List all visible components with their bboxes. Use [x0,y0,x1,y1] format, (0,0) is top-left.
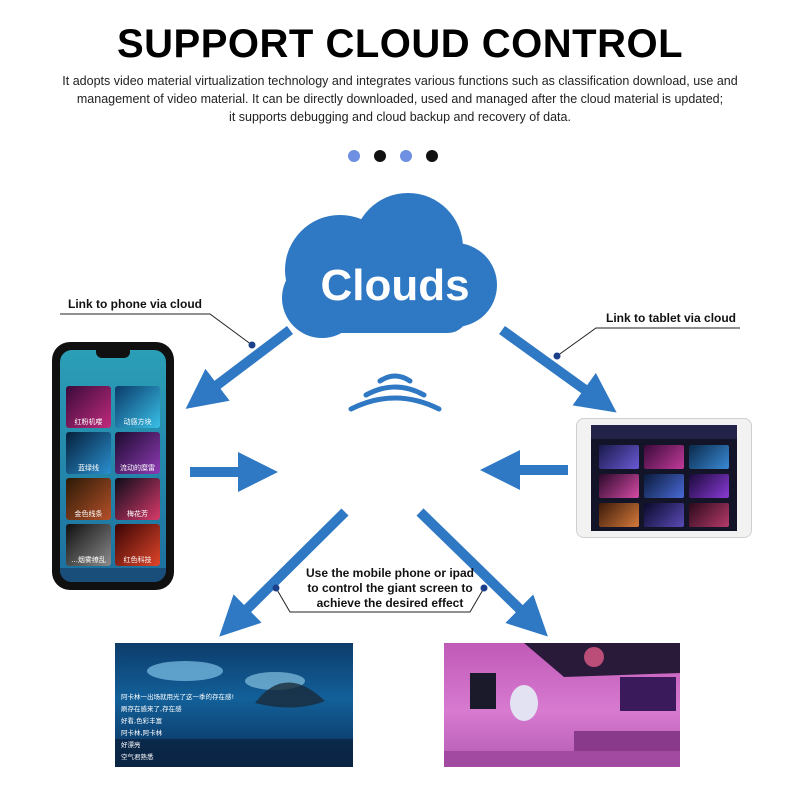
description: It adopts video material virtualization … [60,72,740,126]
smartphone: 红粉机喽 动感方块 蓝绿线 流动的糜雷 金色线条 梅花芳 ...烟雾缭乱 红色科… [52,342,174,590]
phone-tile[interactable]: 流动的糜雷 [115,432,160,474]
giant-screen-underwater: 阿卡林一出场就用光了这一季的存在感! 刷存在感来了,存在感 好看,色彩丰富 阿卡… [115,643,353,767]
callout-center-line-2: to control the giant screen to [307,581,473,595]
arrow-to-screen-a [219,508,349,637]
underwater-scene [115,661,353,767]
arrow-to-screen-b [416,508,548,637]
dot-3[interactable] [400,150,412,162]
callout-center-line-3: achieve the desired effect [316,596,464,610]
pagination-dots [348,150,438,162]
tablet-tile[interactable] [599,503,639,527]
phone-bottom-bar [60,568,166,582]
callout-dot-tablet [553,352,561,360]
callout-dot-left [272,584,280,592]
callout-tablet: Link to tablet via cloud [606,311,737,325]
phone-tile[interactable]: 红色科技 [115,524,160,566]
callout-phone: Link to phone via cloud [68,297,203,311]
callout-line-tablet [556,327,740,357]
callout-line-phone [60,313,253,346]
giant-screen-room [444,643,680,767]
phone-screen: 红粉机喽 动感方块 蓝绿线 流动的糜雷 金色线条 梅花芳 ...烟雾缭乱 红色科… [60,350,166,582]
callout-dot-right [480,584,488,592]
tablet-tile-grid [599,445,729,527]
callout-dot-phone [248,341,256,349]
tablet-top-bar [591,425,737,439]
cloud-icon [282,193,497,338]
tablet-tile[interactable] [644,445,684,469]
phone-tile[interactable]: 红粉机喽 [66,386,111,428]
dot-1[interactable] [348,150,360,162]
phone-tile[interactable]: 蓝绿线 [66,432,111,474]
tablet [576,418,752,538]
callout-center-line-1: Use the mobile phone or ipad [305,566,475,580]
danmaku-layer: 阿卡林一出场就用光了这一季的存在感! 刷存在感来了,存在感 好看,色彩丰富 阿卡… [121,693,235,761]
phone-tile[interactable]: 梅花芳 [115,478,160,520]
tablet-tile[interactable] [689,445,729,469]
page-title: SUPPORT CLOUD CONTROL [116,22,684,66]
description-line-1: It adopts video material virtualization … [62,74,738,88]
callout-center: Use the mobile phone or ipad to control … [290,566,490,611]
tablet-tile[interactable] [644,503,684,527]
tablet-tile[interactable] [599,445,639,469]
tablet-tile[interactable] [644,474,684,498]
wifi-signal-icon [348,373,442,412]
dot-2[interactable] [374,150,386,162]
arrow-cloud-to-phone [185,326,294,409]
dot-4[interactable] [426,150,438,162]
cloud-label: Clouds [320,261,469,310]
tablet-screen [591,425,737,531]
callout-line-center [275,587,485,613]
tablet-tile[interactable] [599,474,639,498]
phone-tile[interactable]: 动感方块 [115,386,160,428]
description-line-3: it supports debugging and cloud backup a… [229,110,571,124]
phone-tile[interactable]: ...烟雾缭乱 [66,524,111,566]
phone-tile[interactable]: 金色线条 [66,478,111,520]
phone-notch [96,350,130,358]
tablet-tile[interactable] [689,474,729,498]
room-scene [444,643,680,767]
description-line-2: management of video material. It can be … [76,92,724,106]
tablet-tile[interactable] [689,503,729,527]
arrow-cloud-to-tablet [499,325,617,413]
phone-tile-grid: 红粉机喽 动感方块 蓝绿线 流动的糜雷 金色线条 梅花芳 ...烟雾缭乱 红色科… [66,386,160,566]
